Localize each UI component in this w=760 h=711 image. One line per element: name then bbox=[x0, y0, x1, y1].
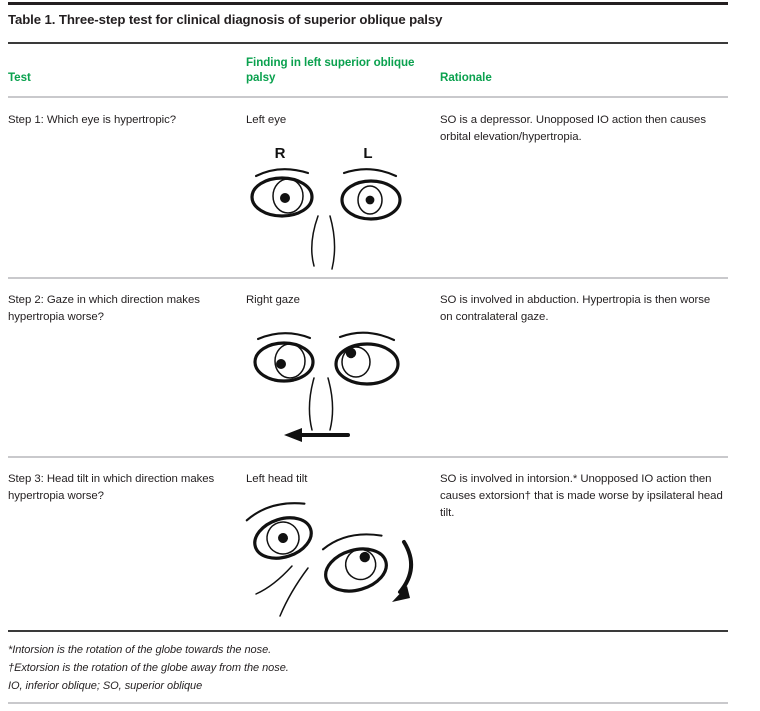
rule-under-title bbox=[8, 42, 728, 44]
page-title: Table 1. Three-step test for clinical di… bbox=[8, 12, 443, 27]
cell-rationale-step-2: SO is involved in abduction. Hypertropia… bbox=[440, 294, 711, 323]
head-tilt-eyes-diagram bbox=[238, 498, 423, 620]
cell-rationale-step-3: SO is involved in intorsion.* Unopposed … bbox=[440, 473, 723, 519]
cell-finding-step-3: Left head tilt bbox=[246, 473, 308, 485]
cell-test-step-2: Step 2: Gaze in which direction makes hy… bbox=[8, 294, 200, 323]
rule-above-footnotes bbox=[8, 630, 728, 632]
cell-test-step-3: Step 3: Head tilt in which direction mak… bbox=[8, 473, 215, 502]
rule-after-step-2 bbox=[8, 456, 728, 458]
label-left-eye: L bbox=[363, 145, 372, 162]
rotation-arrow-icon bbox=[392, 540, 413, 602]
rule-under-header bbox=[8, 96, 728, 98]
column-header-rationale: Rationale bbox=[440, 71, 492, 84]
column-header-test: Test bbox=[8, 71, 31, 84]
left-arrow-icon bbox=[284, 428, 350, 442]
cell-test-step-1: Step 1: Which eye is hypertropic? bbox=[8, 114, 177, 126]
column-header-finding: Finding in left superior oblique palsy bbox=[246, 56, 415, 84]
right-gaze-eyes-diagram bbox=[250, 322, 410, 444]
footnote-intorsion: *Intorsion is the rotation of the globe … bbox=[8, 644, 272, 656]
cell-finding-step-1: Left eye bbox=[246, 114, 287, 126]
footnote-extorsion: †Extorsion is the rotation of the globe … bbox=[8, 662, 289, 674]
rule-bottom bbox=[8, 702, 728, 704]
cell-rationale-step-1: SO is a depressor. Unopposed IO action t… bbox=[440, 114, 706, 143]
primary-gaze-eyes-diagram: R L bbox=[246, 140, 416, 272]
rule-top bbox=[8, 2, 728, 5]
label-right-eye: R bbox=[275, 145, 286, 162]
rule-after-step-1 bbox=[8, 277, 728, 279]
cell-finding-step-2: Right gaze bbox=[246, 294, 300, 306]
footnote-abbreviations: IO, inferior oblique; SO, superior obliq… bbox=[8, 680, 203, 692]
footnotes: *Intorsion is the rotation of the globe … bbox=[8, 641, 648, 695]
